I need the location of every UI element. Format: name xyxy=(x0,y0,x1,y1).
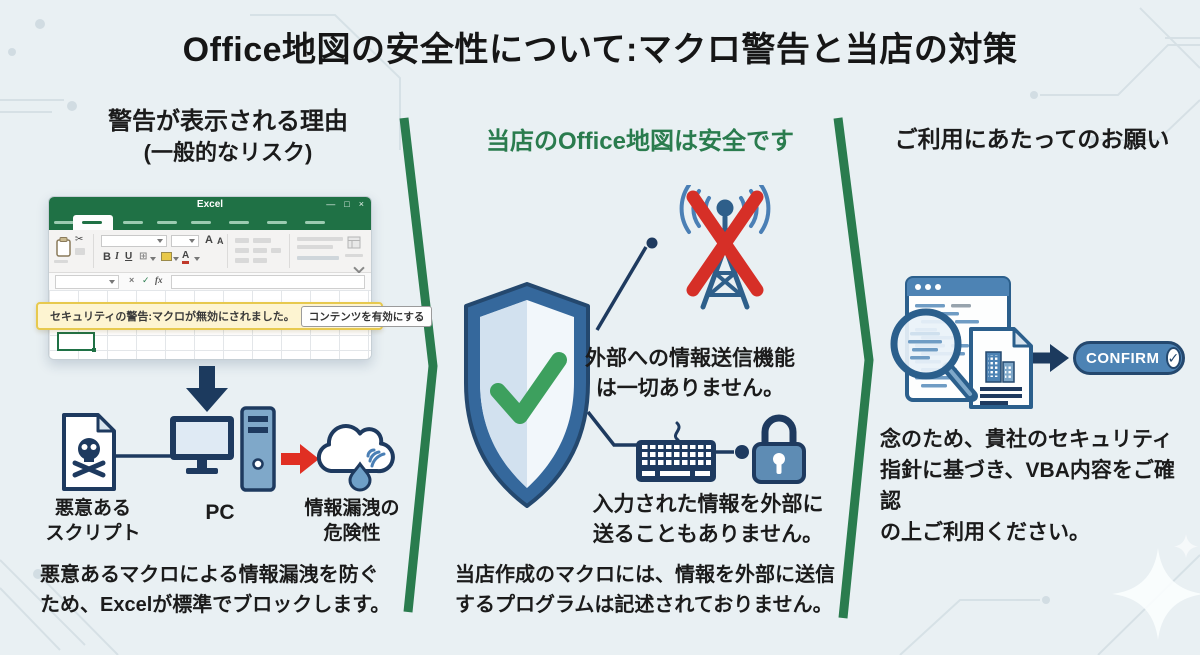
font-name-select[interactable] xyxy=(101,235,167,247)
confirm-label: CONFIRM xyxy=(1086,349,1160,367)
magnifier-icon xyxy=(890,308,978,402)
data-leak-cloud-icon xyxy=(316,424,395,492)
borders-icon[interactable]: ⊞ xyxy=(139,251,148,262)
center-column-heading: 当店のOffice地図は安全です xyxy=(485,128,794,155)
down-arrow-icon xyxy=(186,366,228,412)
excel-ribbon-tabs xyxy=(49,215,371,230)
page-title: Office地図の安全性について:マクロ警告と当店の対策 xyxy=(182,31,1018,69)
underline-button[interactable]: U xyxy=(125,251,133,262)
accept-icon[interactable]: ✓ xyxy=(142,275,150,285)
selected-cell[interactable] xyxy=(57,332,96,352)
sparkle-decor xyxy=(1112,548,1200,640)
excel-window-title: Excel xyxy=(196,199,224,210)
excel-formula-bar: × ✓ fx xyxy=(49,273,371,291)
grow-font-icon[interactable]: A xyxy=(205,234,213,246)
formula-input[interactable] xyxy=(171,275,365,289)
collapse-ribbon-icon[interactable] xyxy=(353,262,365,274)
scissors-icon: ✂ xyxy=(75,234,84,245)
cancel-icon[interactable]: × xyxy=(129,275,135,285)
script-label: 悪意あるスクリプト xyxy=(45,498,141,544)
fx-icon: fx xyxy=(155,275,163,285)
malicious-script-icon xyxy=(62,413,116,491)
pc-icon xyxy=(170,406,276,492)
confirm-arrow-icon xyxy=(1031,344,1069,372)
confirm-badge[interactable]: CONFIRM ✓ xyxy=(1073,341,1185,375)
font-size-select[interactable] xyxy=(171,235,199,247)
confirm-check-icon: ✓ xyxy=(1165,347,1182,369)
pc-label: PC xyxy=(205,501,235,524)
italic-button[interactable]: I xyxy=(115,251,119,262)
lock-icon xyxy=(752,414,806,484)
keyboard-icon xyxy=(636,421,716,482)
shield-check-icon xyxy=(464,282,590,508)
excel-window-mock: Excel — □ × ✂ xyxy=(48,196,372,360)
center-footer-text: 当店作成のマクロには、情報を外部に送信するプログラムは記述されておりません。 xyxy=(455,564,835,616)
left-footer-text: 悪意あるマクロによる情報漏洩を防ぐため、Excelが標準でブロックします。 xyxy=(40,564,391,616)
clipboard-icon xyxy=(56,237,71,257)
close-button[interactable]: × xyxy=(358,199,364,209)
no-external-text: 外部への情報送信機能は一切ありません。 xyxy=(585,347,795,400)
minimize-button[interactable]: — xyxy=(326,199,336,209)
right-footer-text: 念のため、貴社のセキュリティ指針に基づき、VBA内容をご確認の上ご利用ください。 xyxy=(880,428,1175,544)
leak-label: 情報漏洩の危険性 xyxy=(304,498,400,544)
name-box[interactable] xyxy=(55,275,119,289)
excel-active-tab[interactable] xyxy=(73,215,113,230)
left-heading-line1: 警告が表示される理由 xyxy=(108,108,348,135)
green-divider-right xyxy=(833,117,874,619)
red-arrow-icon xyxy=(281,444,319,474)
warning-text: セキュリティの警告:マクロが無効にされました。 xyxy=(50,311,295,323)
enable-content-button[interactable]: コンテンツを有効にする xyxy=(300,305,433,327)
excel-titlebar: Excel — □ × xyxy=(49,197,371,215)
macro-warning-bar: セキュリティの警告:マクロが無効にされました。 コンテンツを有効にする xyxy=(36,302,433,330)
bold-button[interactable]: B xyxy=(103,251,111,263)
excel-ribbon: ✂ A A B I U ⊞ A xyxy=(49,230,371,274)
company-document-icon xyxy=(969,327,1033,409)
shrink-font-icon[interactable]: A xyxy=(217,236,224,246)
maximize-button[interactable]: □ xyxy=(344,199,350,209)
font-color-icon[interactable]: A xyxy=(182,250,190,264)
left-column-heading: 警告が表示される理由 (一般的なリスク) xyxy=(58,106,398,168)
green-divider-left xyxy=(399,117,438,613)
cell-styles-icon xyxy=(347,236,361,249)
fill-color-icon[interactable] xyxy=(161,252,172,261)
right-column-heading: ご利用にあたってのお願い xyxy=(894,126,1170,152)
left-heading-line2: (一般的なリスク) xyxy=(143,140,313,165)
no-input-send-text: 入力された情報を外部に送ることもありません。 xyxy=(592,493,824,546)
no-transmission-tower-icon xyxy=(679,185,771,310)
